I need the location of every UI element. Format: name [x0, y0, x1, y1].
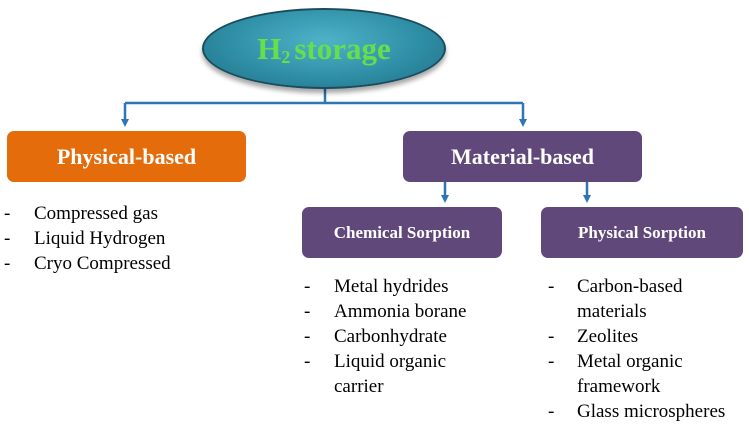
list-item-text: Zeolites: [577, 326, 639, 347]
list-item-text: Ammonia borane: [334, 301, 467, 322]
list-item: - Ammonia borane: [304, 299, 524, 324]
physical-sorption-label: Physical Sorption: [578, 222, 706, 242]
chemical-sorption-node: Chemical Sorption: [302, 207, 502, 258]
root-label-subscript: 2: [281, 47, 291, 67]
list-item: - Glass microspheres: [548, 399, 748, 424]
list-item-text: Carbonhydrate: [334, 326, 447, 347]
list-item: - Liquid organic carrier: [304, 349, 494, 399]
physical-sorption-list: - Carbon-based materials - Zeolites - Metal…: [548, 274, 748, 424]
list-dash: -: [304, 326, 311, 347]
chemical-sorption-label: Chemical Sorption: [333, 222, 471, 242]
list-item: - Zeolites: [548, 324, 748, 349]
list-item: - Metal organic framework: [548, 349, 727, 399]
list-dash: -: [304, 351, 311, 372]
list-item: - Carbonhydrate: [304, 324, 524, 349]
list-dash: -: [548, 401, 555, 422]
root-label-storage: storage: [294, 30, 391, 66]
list-item: - Metal hydrides: [304, 274, 524, 299]
list-item: - Carbon-based materials: [548, 274, 727, 324]
list-item-text: Metal hydrides: [334, 276, 449, 297]
list-item-text: Metal organic framework: [577, 351, 683, 397]
list-item-text: Cryo Compressed: [34, 253, 171, 274]
list-item: - Cryo Compressed: [4, 251, 244, 276]
list-dash: -: [304, 276, 311, 297]
physical-based-list: - Compressed gas - Liquid Hydrogen - Cryo C…: [4, 201, 244, 276]
list-dash: -: [4, 203, 11, 224]
list-item: - Liquid Hydrogen: [4, 226, 244, 251]
list-item: - Compressed gas: [4, 201, 244, 226]
list-dash: -: [304, 301, 311, 322]
physical-based-node: Physical-based: [7, 131, 246, 182]
list-dash: -: [548, 326, 555, 347]
chemical-sorption-list: - Metal hydrides - Ammonia borane - Carbonh…: [304, 274, 524, 399]
physical-sorption-node: Physical Sorption: [541, 207, 743, 258]
list-dash: -: [4, 253, 11, 274]
material-based-node: Material-based: [403, 131, 642, 182]
list-dash: -: [4, 228, 11, 249]
list-dash: -: [548, 276, 555, 297]
list-item-text: Liquid organic carrier: [334, 351, 447, 397]
list-dash: -: [548, 351, 555, 372]
list-item-text: Glass microspheres: [577, 401, 726, 422]
root-label-h: H: [257, 30, 282, 66]
list-item-text: Carbon-based materials: [577, 276, 683, 322]
material-based-label: Material-based: [451, 143, 594, 169]
physical-based-label: Physical-based: [56, 143, 197, 169]
list-item-text: Compressed gas: [34, 203, 159, 224]
list-item-text: Liquid Hydrogen: [34, 228, 166, 249]
